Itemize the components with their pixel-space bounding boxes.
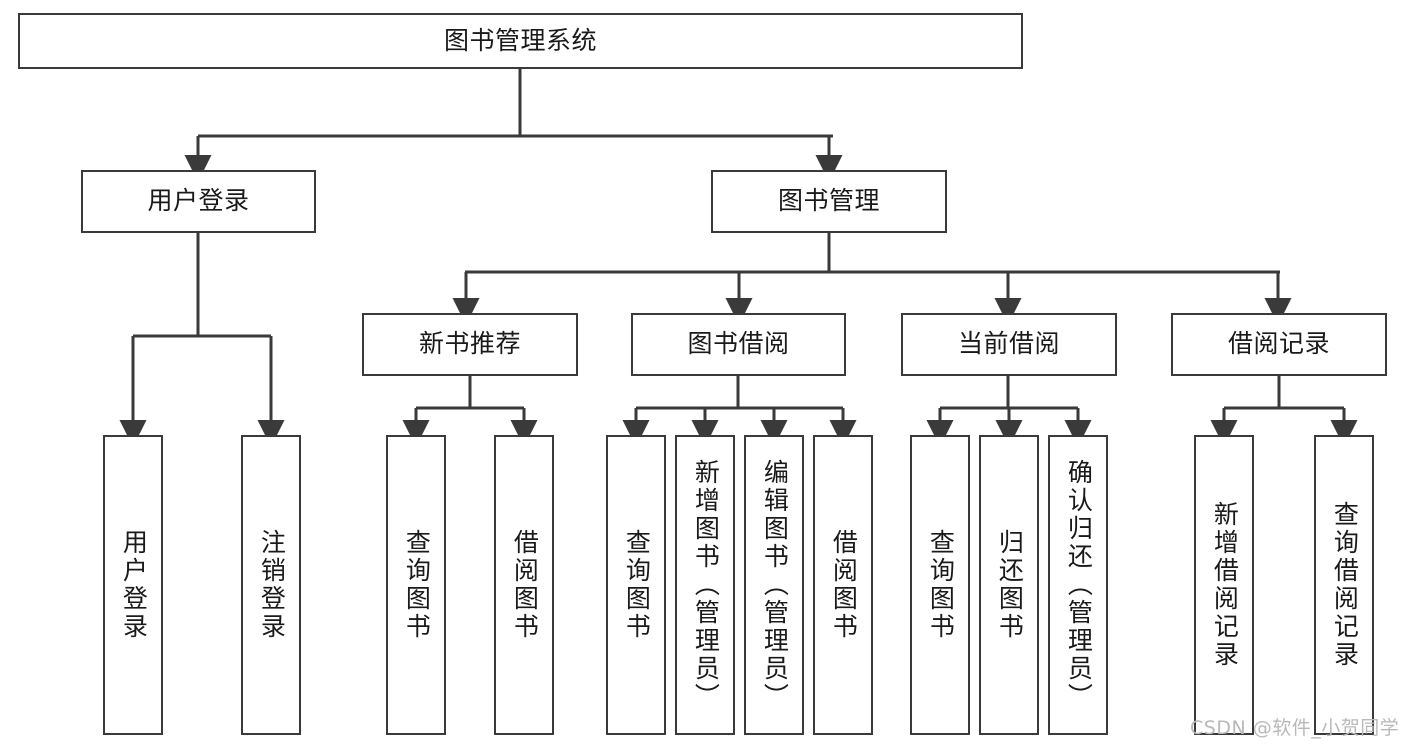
node-current-borrow[interactable]: 当前借阅 xyxy=(901,313,1117,376)
node-leaf-borrow-book-1-label: 借阅图书 xyxy=(510,529,540,641)
node-leaf-edit-book-label: 编辑图书（管理员） xyxy=(760,459,790,711)
node-leaf-query-book-3-label: 查询图书 xyxy=(926,529,956,641)
node-root-label: 图书管理系统 xyxy=(443,25,597,55)
node-leaf-query-book-2[interactable]: 查询图书 xyxy=(606,435,666,735)
node-leaf-query-book-3[interactable]: 查询图书 xyxy=(910,435,970,735)
node-leaf-add-book[interactable]: 新增图书（管理员） xyxy=(675,435,735,735)
node-leaf-query-record-label: 查询借阅记录 xyxy=(1330,501,1360,669)
node-leaf-logout[interactable]: 注销登录 xyxy=(241,435,301,735)
node-user-login-label: 用户登录 xyxy=(147,186,250,216)
node-leaf-edit-book[interactable]: 编辑图书（管理员） xyxy=(744,435,804,735)
node-new-book-rec[interactable]: 新书推荐 xyxy=(362,313,578,376)
node-leaf-borrow-book-2[interactable]: 借阅图书 xyxy=(813,435,873,735)
node-new-book-rec-label: 新书推荐 xyxy=(418,329,521,359)
node-leaf-borrow-book-1[interactable]: 借阅图书 xyxy=(494,435,554,735)
node-leaf-confirm-return-label: 确认归还（管理员） xyxy=(1064,459,1094,711)
node-leaf-query-record[interactable]: 查询借阅记录 xyxy=(1314,435,1374,735)
node-leaf-add-book-label: 新增图书（管理员） xyxy=(691,459,721,711)
node-leaf-borrow-book-2-label: 借阅图书 xyxy=(829,529,859,641)
node-book-borrow-label: 图书借阅 xyxy=(687,329,790,359)
node-leaf-return-book-label: 归还图书 xyxy=(995,529,1025,641)
node-borrow-record[interactable]: 借阅记录 xyxy=(1171,313,1387,376)
node-book-manage-label: 图书管理 xyxy=(777,186,880,216)
node-leaf-add-record[interactable]: 新增借阅记录 xyxy=(1194,435,1254,735)
node-book-borrow[interactable]: 图书借阅 xyxy=(631,313,846,376)
node-current-borrow-label: 当前借阅 xyxy=(957,329,1060,359)
node-borrow-record-label: 借阅记录 xyxy=(1227,329,1330,359)
node-leaf-user-login[interactable]: 用户登录 xyxy=(103,435,163,735)
node-leaf-user-login-label: 用户登录 xyxy=(119,529,149,641)
node-leaf-query-book-1[interactable]: 查询图书 xyxy=(386,435,446,735)
node-leaf-add-record-label: 新增借阅记录 xyxy=(1210,501,1240,669)
node-leaf-logout-label: 注销登录 xyxy=(257,529,287,641)
node-user-login[interactable]: 用户登录 xyxy=(81,170,316,233)
node-root[interactable]: 图书管理系统 xyxy=(18,13,1023,69)
watermark-text: CSDN @软件_小贺同学 xyxy=(1190,717,1400,739)
node-book-manage[interactable]: 图书管理 xyxy=(711,170,947,233)
node-leaf-query-book-1-label: 查询图书 xyxy=(402,529,432,641)
node-leaf-return-book[interactable]: 归还图书 xyxy=(979,435,1039,735)
node-leaf-confirm-return[interactable]: 确认归还（管理员） xyxy=(1048,435,1108,735)
node-leaf-query-book-2-label: 查询图书 xyxy=(622,529,652,641)
